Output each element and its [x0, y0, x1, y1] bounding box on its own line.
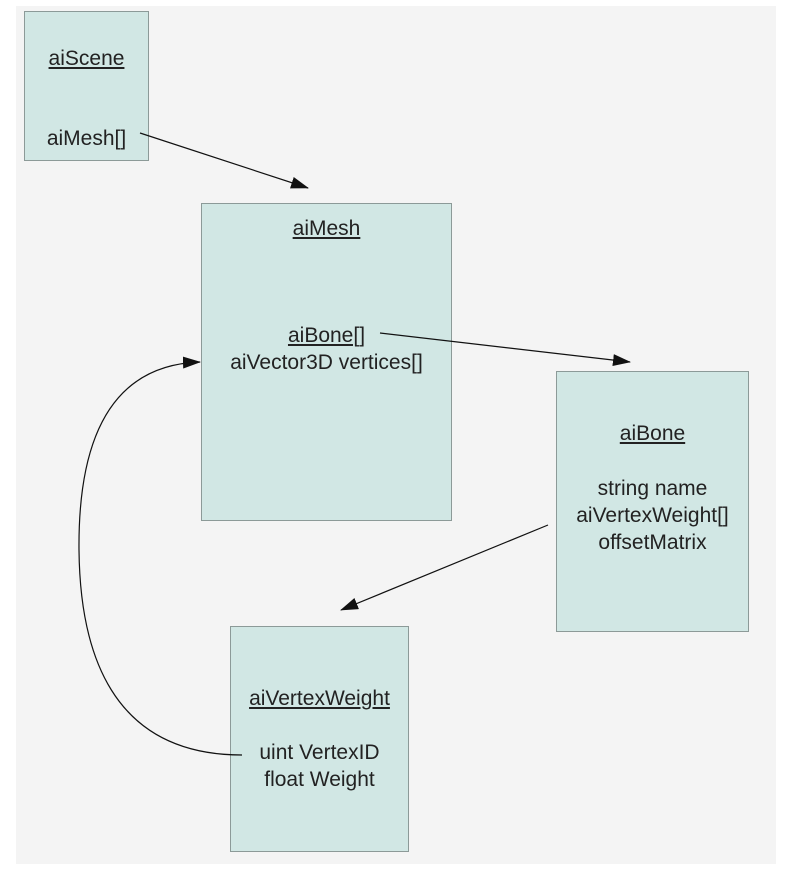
- node-aimesh-field-vertices: aiVector3D vertices[]: [230, 351, 423, 374]
- node-aibone-field-offsetmatrix: offsetMatrix: [598, 531, 707, 554]
- node-aiscene-field-aimesh: aiMesh[]: [46, 127, 127, 150]
- node-aiscene-title: aiScene: [48, 47, 125, 70]
- node-aivertexweight-field-vertexid: uint VertexID: [259, 741, 380, 764]
- node-aimesh: aiMesh aiBone[] aiVector3D vertices[]: [201, 203, 452, 521]
- node-aimesh-title: aiMesh: [292, 217, 361, 240]
- node-aivertexweight-field-weight: float Weight: [264, 768, 375, 791]
- node-aibone-field-vertexweight: aiVertexWeight[]: [576, 504, 729, 527]
- node-aibone-field-name: string name: [597, 477, 708, 500]
- node-aimesh-field-aibone: aiBone[]: [287, 324, 366, 347]
- node-aivertexweight-title: aiVertexWeight: [249, 687, 390, 710]
- node-aibone-title: aiBone: [619, 422, 686, 445]
- node-aiscene: aiScene aiMesh[]: [24, 11, 149, 161]
- node-aivertexweight: aiVertexWeight uint VertexID float Weigh…: [230, 626, 409, 852]
- node-aibone: aiBone string name aiVertexWeight[] offs…: [556, 371, 749, 632]
